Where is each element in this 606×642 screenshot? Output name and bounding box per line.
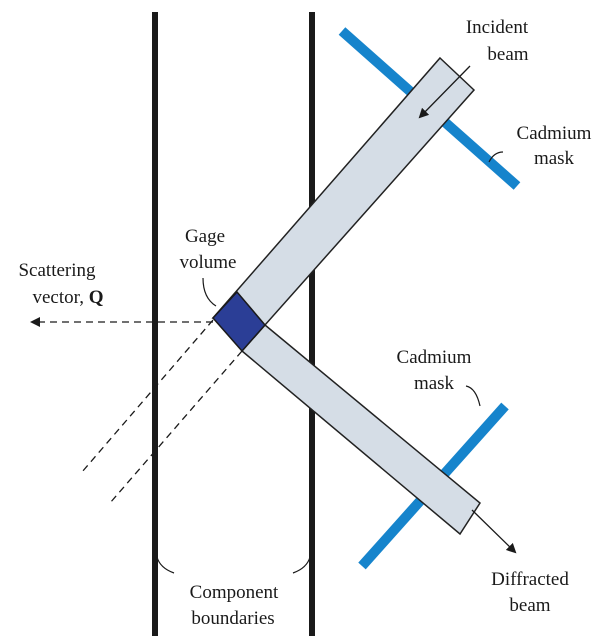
diffracted-beam-label-line2: beam — [509, 595, 550, 616]
cadmium-mask-top-label-line2: mask — [534, 148, 575, 169]
gage-volume-label-line2: volume — [180, 252, 237, 273]
component-boundaries-label-line2: boundaries — [191, 608, 274, 629]
scattering-vector-label-line2: vector, Q — [33, 287, 104, 308]
diffracted-beam-label-line1: Diffracted — [491, 569, 569, 590]
incident-beam — [211, 56, 476, 326]
incident-direction-arrow — [418, 65, 471, 119]
cadmium-top-leader — [488, 151, 504, 163]
gage-volume — [211, 290, 266, 353]
diffracted-direction-arrow — [471, 509, 517, 554]
component-boundary-brace-left — [156, 556, 175, 574]
component-boundary-brace-right — [292, 556, 311, 574]
component-boundaries-label-line1: Component — [190, 582, 279, 603]
gage-volume-label-line1: Gage — [185, 226, 225, 247]
cadmium-mask-bottom-label-line1: Cadmium — [397, 347, 472, 368]
incident-beam-label-line2: beam — [487, 44, 528, 65]
cadmium-mask-top-label-line1: Cadmium — [517, 123, 592, 144]
cadmium-mask-bottom-label-line2: mask — [414, 373, 455, 394]
cadmium-bottom-leader — [465, 385, 481, 407]
scattering-vector-symbol: Q — [89, 287, 104, 308]
incident-beam-label-line1: Incident — [466, 17, 529, 38]
dashed-extension-left — [81, 319, 214, 473]
scattering-vector-label-line1: Scattering — [18, 260, 96, 281]
scattering-vector-prefix: vector, — [33, 287, 89, 308]
gage-volume-leader — [202, 277, 217, 307]
dashed-extension-right — [109, 350, 243, 504]
